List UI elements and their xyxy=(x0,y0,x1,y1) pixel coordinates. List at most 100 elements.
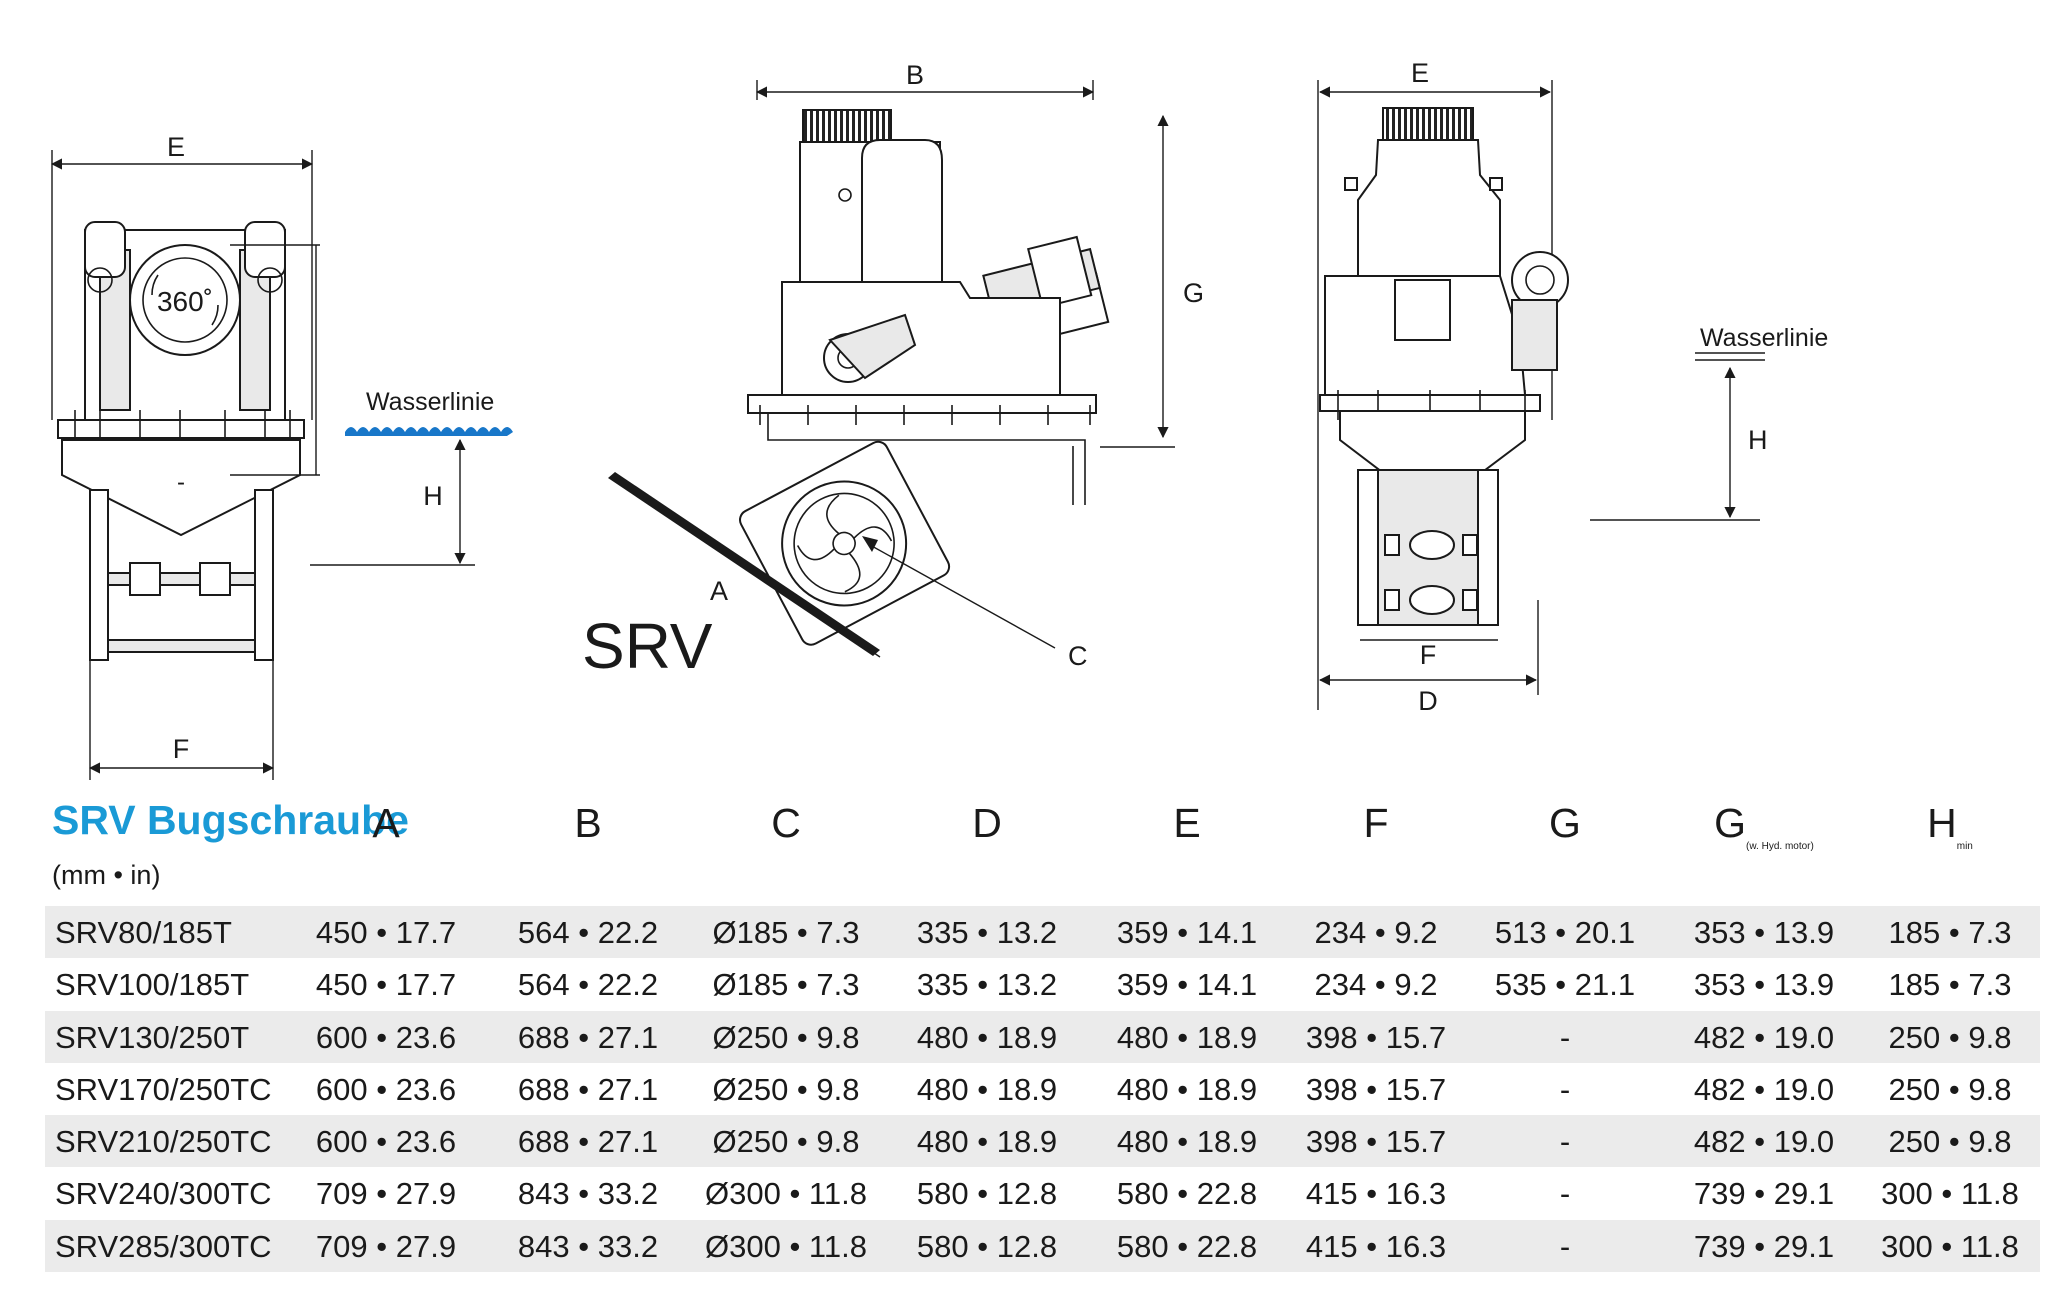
table-row: SRV240/300TC 709 • 27.9 843 • 33.2 Ø300 • 1… xyxy=(45,1167,2040,1219)
table-row: SRV170/250TC 600 • 23.6 688 • 27.1 Ø250 • 9… xyxy=(45,1063,2040,1115)
unit-note: (mm • in) xyxy=(52,860,161,890)
table-cell: Ø300 • 11.8 xyxy=(705,1176,867,1212)
table-cell: 580 • 12.8 xyxy=(916,1176,1058,1212)
column-header-label: F xyxy=(1363,800,1389,846)
table-cell: 250 • 9.8 xyxy=(1888,1019,2012,1055)
table-cell: - xyxy=(1559,1176,1571,1212)
table-cell: 482 • 19.0 xyxy=(1693,1124,1835,1160)
table-cell: Ø250 • 9.8 xyxy=(712,1019,860,1055)
column-header: C xyxy=(716,800,856,852)
table-cell: 353 • 13.9 xyxy=(1693,915,1835,950)
rear-view-drawing: E F D Wasserlinie xyxy=(1317,58,1828,716)
column-header-subscript: min xyxy=(1956,841,1973,852)
table-cell: 580 • 12.8 xyxy=(916,1228,1058,1264)
motor-cooling-grill xyxy=(802,109,892,143)
table-cell: 600 • 23.6 xyxy=(315,1019,457,1055)
column-header: D xyxy=(917,800,1057,852)
table-cell: 415 • 16.3 xyxy=(1305,1176,1447,1212)
table-cell: 335 • 13.2 xyxy=(916,915,1058,950)
table-cell: 564 • 22.2 xyxy=(517,967,659,1003)
column-header-label: A xyxy=(372,800,400,846)
hull-dash-mark: - xyxy=(177,469,185,496)
table-cell: 185 • 7.3 xyxy=(1888,967,2012,1003)
table-cell: 513 • 20.1 xyxy=(1494,915,1636,950)
model-cell: SRV100/185T xyxy=(55,967,250,1003)
table-cell: 359 • 14.1 xyxy=(1116,967,1258,1003)
table-cell: 688 • 27.1 xyxy=(517,1019,659,1055)
table-cell: 480 • 18.9 xyxy=(916,1019,1058,1055)
table-cell: 450 • 17.7 xyxy=(315,915,457,950)
table-cell: - xyxy=(1559,1019,1571,1055)
front-view-drawing: E 360˚ - F xyxy=(50,132,513,780)
rotation-label: 360˚ xyxy=(157,286,213,317)
dim-label-h-left: H xyxy=(423,481,443,511)
table-cell: 480 • 18.9 xyxy=(1116,1124,1258,1160)
column-header: F xyxy=(1306,800,1446,852)
table-cell: 688 • 27.1 xyxy=(517,1071,659,1107)
table-cell: Ø250 • 9.8 xyxy=(712,1124,860,1160)
model-cell: SRV285/300TC xyxy=(55,1228,272,1264)
table-cell: 250 • 9.8 xyxy=(1888,1071,2012,1107)
table-row: SRV130/250T 600 • 23.6 688 • 27.1 Ø250 • 9.… xyxy=(45,1010,2040,1063)
table-cell: 580 • 22.8 xyxy=(1116,1228,1258,1264)
column-header: Hmin xyxy=(1880,800,2020,852)
table-cell: 359 • 14.1 xyxy=(1116,915,1258,950)
motor-cooling-grill-rear xyxy=(1382,107,1474,141)
column-header-label: E xyxy=(1173,800,1201,846)
column-header: G xyxy=(1495,800,1635,852)
column-header-label: D xyxy=(972,800,1002,846)
table-cell: 234 • 9.2 xyxy=(1314,967,1438,1003)
dim-label-f-front: F xyxy=(173,734,190,764)
model-cell: SRV170/250TC xyxy=(55,1071,272,1107)
table-title: SRV Bugschraube xyxy=(52,797,409,843)
waterline-label-right: Wasserlinie xyxy=(1700,324,1828,352)
table-cell: 600 • 23.6 xyxy=(315,1071,457,1107)
table-cell: Ø300 • 11.8 xyxy=(705,1228,867,1264)
table-cell: 480 • 18.9 xyxy=(916,1124,1058,1160)
table-cell: 843 • 33.2 xyxy=(517,1176,659,1212)
table-cell: 709 • 27.9 xyxy=(315,1228,457,1264)
waterline-label-left: Wasserlinie xyxy=(366,388,494,416)
table-cell: 234 • 9.2 xyxy=(1314,915,1438,950)
table-cell: 415 • 16.3 xyxy=(1305,1228,1447,1264)
column-header-label: B xyxy=(574,800,602,846)
table-cell: 482 • 19.0 xyxy=(1693,1071,1835,1107)
table-cell: Ø185 • 7.3 xyxy=(712,915,860,950)
column-header: B xyxy=(518,800,658,852)
table-cell: 688 • 27.1 xyxy=(517,1124,659,1160)
table-cell: 535 • 21.1 xyxy=(1494,967,1636,1003)
product-mark: SRV xyxy=(582,610,713,682)
table-cell: 739 • 29.1 xyxy=(1693,1176,1835,1212)
table-cell: - xyxy=(1559,1124,1571,1160)
table-cell: 353 • 13.9 xyxy=(1693,967,1835,1003)
column-header: G(w. Hyd. motor) xyxy=(1694,800,1834,852)
dim-label-d: D xyxy=(1418,686,1438,716)
table-cell: Ø250 • 9.8 xyxy=(712,1071,860,1107)
table-cell: 250 • 9.8 xyxy=(1888,1124,2012,1160)
table-cell: - xyxy=(1559,1071,1571,1107)
table-cell: 335 • 13.2 xyxy=(916,967,1058,1003)
motor-housing-circle xyxy=(129,244,241,356)
table-cell: 398 • 15.7 xyxy=(1305,1019,1447,1055)
table-cell: 600 • 23.6 xyxy=(315,1124,457,1160)
column-header-label: H xyxy=(1927,800,1957,846)
column-header-label: G xyxy=(1549,800,1581,846)
table-cell: 185 • 7.3 xyxy=(1888,915,2012,950)
table-cell: 709 • 27.9 xyxy=(315,1176,457,1212)
table-cell: 480 • 18.9 xyxy=(1116,1019,1258,1055)
model-cell: SRV240/300TC xyxy=(55,1176,272,1212)
model-cell: SRV130/250T xyxy=(55,1019,250,1055)
table-cell: 300 • 11.8 xyxy=(1881,1176,2019,1212)
table-cell: 580 • 22.8 xyxy=(1116,1176,1258,1212)
table-cell: 480 • 18.9 xyxy=(1116,1071,1258,1107)
table-cell: Ø185 • 7.3 xyxy=(712,967,860,1003)
propeller-circle xyxy=(781,480,908,607)
table-cell: 450 • 17.7 xyxy=(315,967,457,1003)
table-cell: 398 • 15.7 xyxy=(1305,1124,1447,1160)
table-cell: 300 • 11.8 xyxy=(1881,1228,2019,1264)
table-cell: 480 • 18.9 xyxy=(916,1071,1058,1107)
dim-label-g: G xyxy=(1183,278,1204,308)
column-header-label: G xyxy=(1714,800,1747,846)
